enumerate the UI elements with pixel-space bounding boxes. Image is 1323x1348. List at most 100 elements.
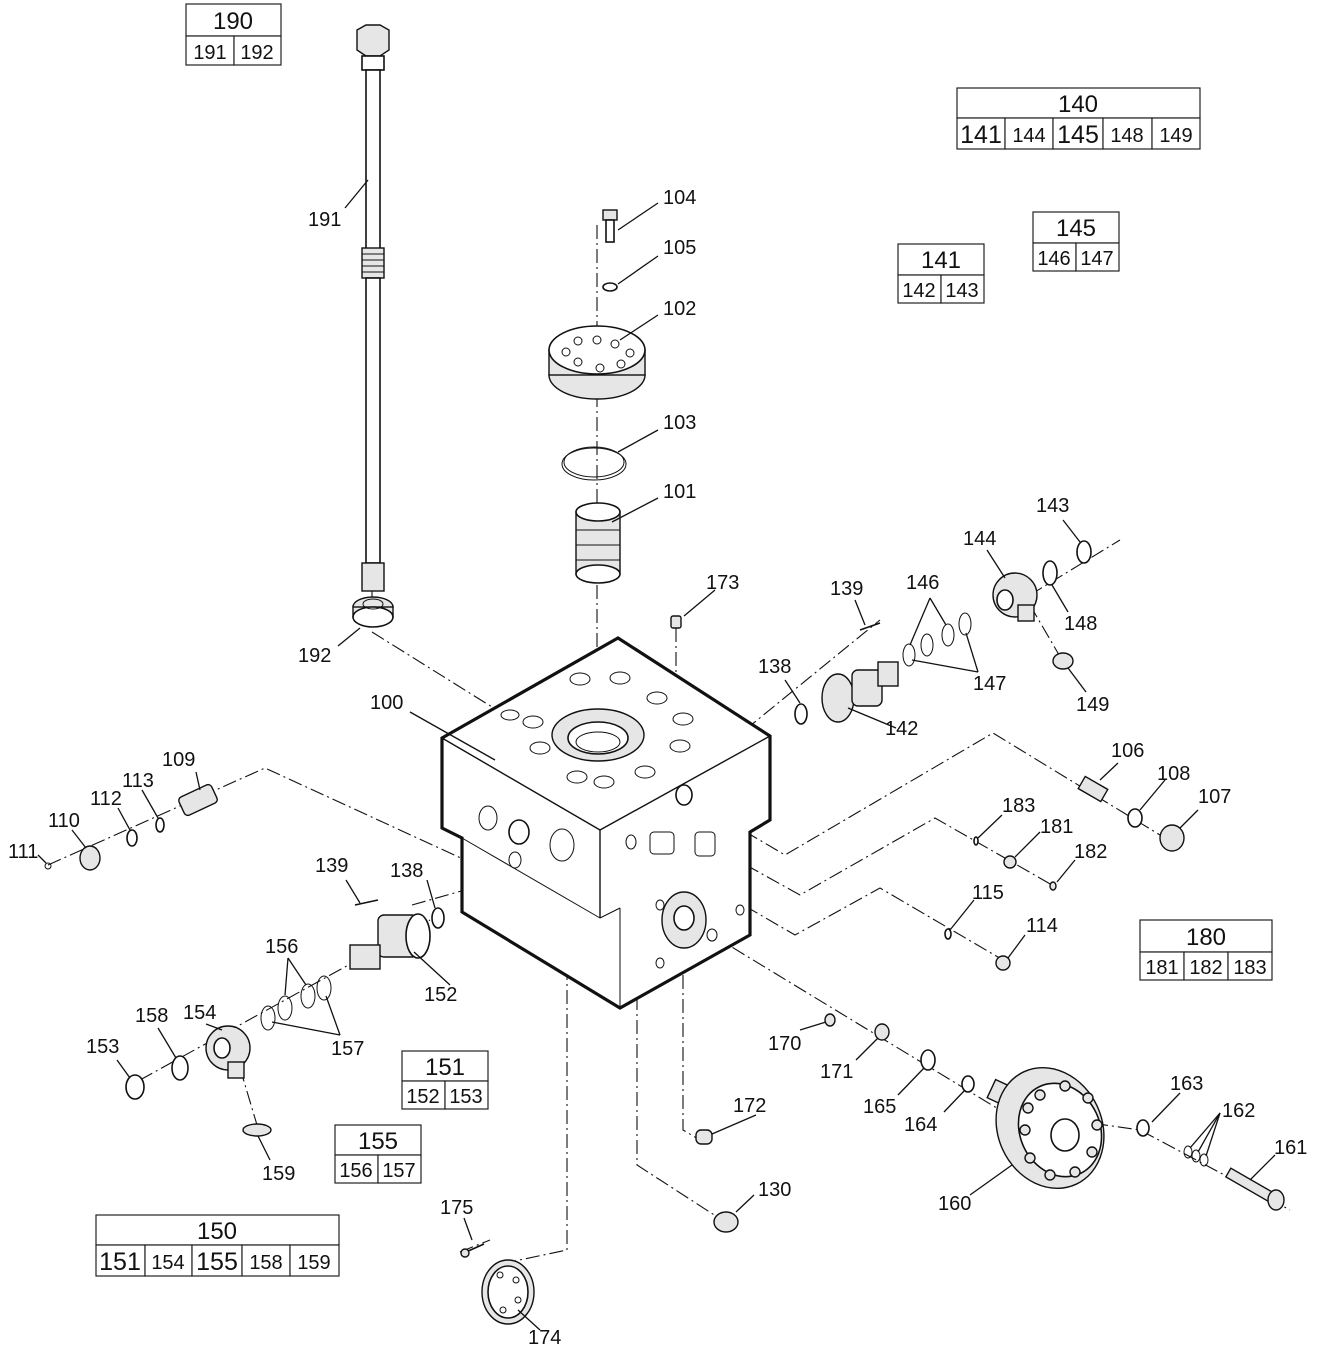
- kit-145-item: 147: [1080, 248, 1113, 270]
- callout-161: 161: [1274, 1137, 1307, 1159]
- callout-100: 100: [370, 692, 403, 714]
- kit-141-item: 143: [945, 280, 978, 302]
- kit-145-item: 146: [1037, 248, 1070, 270]
- callout-149: 149: [1076, 694, 1109, 716]
- callout-113: 113: [122, 770, 154, 792]
- bottom-plug-parts: [460, 615, 739, 1325]
- callout-158: 158: [135, 1005, 168, 1027]
- kit-151-title: 151: [425, 1054, 465, 1081]
- valve-block: [440, 636, 772, 1010]
- callout-114: 114: [1026, 915, 1058, 937]
- callout-104: 104: [663, 187, 696, 209]
- callout-152: 152: [424, 984, 457, 1006]
- callout-109: 109: [162, 749, 195, 771]
- kit-140-item: 141: [960, 121, 1002, 149]
- callout-108: 108: [1157, 763, 1190, 785]
- callout-181: 181: [1040, 816, 1073, 838]
- kit-table-155: 155 156 157: [334, 1124, 422, 1184]
- callout-139-right: 139: [830, 578, 863, 600]
- kit-150-item: 159: [297, 1252, 330, 1274]
- kit-155-item: 156: [339, 1160, 372, 1182]
- callout-148: 148: [1064, 613, 1097, 635]
- kit-190-title: 190: [213, 8, 253, 35]
- right-plug-parts: [944, 775, 1185, 971]
- callout-183: 183: [1002, 795, 1035, 817]
- callout-153: 153: [86, 1036, 119, 1058]
- motor-parts: [824, 1013, 1285, 1211]
- callout-162: 162: [1222, 1100, 1255, 1122]
- callout-130: 130: [758, 1179, 791, 1201]
- left-plug-parts: [44, 783, 218, 871]
- kit-151-item: 153: [449, 1086, 482, 1108]
- callout-172: 172: [733, 1095, 766, 1117]
- kit-table-141: 141 142 143: [897, 243, 985, 304]
- kit-table-151: 151 152 153: [401, 1050, 489, 1110]
- callout-163: 163: [1170, 1073, 1203, 1095]
- callout-138-right: 138: [758, 656, 791, 678]
- callout-139-left: 139: [315, 855, 348, 877]
- left-cartridge-parts: [125, 899, 445, 1137]
- kit-table-190: 190 191 192: [185, 3, 282, 66]
- rod-assembly: [352, 24, 394, 628]
- kit-150-item: 151: [99, 1248, 141, 1276]
- kit-150-item: 158: [249, 1252, 282, 1274]
- kit-150-title: 150: [197, 1218, 237, 1245]
- kit-table-180: 180 181 182 183: [1139, 919, 1273, 981]
- kit-180-item: 182: [1189, 957, 1222, 979]
- callout-171: 171: [820, 1061, 853, 1083]
- kit-table-150: 150 151 154 155 158 159: [95, 1214, 340, 1277]
- callout-192: 192: [298, 645, 331, 667]
- kit-155-title: 155: [358, 1128, 398, 1155]
- kit-141-title: 141: [921, 247, 961, 274]
- kit-180-item: 183: [1233, 957, 1266, 979]
- kit-190-item: 191: [193, 42, 226, 64]
- kit-180-item: 181: [1145, 957, 1178, 979]
- leader-lines: [37, 179, 1276, 1331]
- callout-170: 170: [768, 1033, 801, 1055]
- callout-144: 144: [963, 528, 996, 550]
- kit-150-item: 155: [196, 1248, 238, 1276]
- callout-182: 182: [1074, 841, 1107, 863]
- callout-173: 173: [706, 572, 739, 594]
- right-cartridge-parts: [794, 540, 1092, 725]
- callout-159: 159: [262, 1163, 295, 1185]
- callout-102: 102: [663, 298, 696, 320]
- kit-145-title: 145: [1056, 215, 1096, 242]
- callout-105: 105: [663, 237, 696, 259]
- kit-151-item: 152: [406, 1086, 439, 1108]
- callout-115: 115: [972, 882, 1004, 904]
- kit-140-item: 144: [1012, 125, 1045, 147]
- callout-164: 164: [904, 1114, 937, 1136]
- callout-154: 154: [183, 1002, 216, 1024]
- callout-175: 175: [440, 1197, 473, 1219]
- kit-155-item: 157: [382, 1160, 415, 1182]
- callout-106: 106: [1111, 740, 1144, 762]
- callout-138-left: 138: [390, 860, 423, 882]
- callout-157: 157: [331, 1038, 364, 1060]
- kit-140-title: 140: [1058, 91, 1098, 118]
- kit-141-item: 142: [902, 280, 935, 302]
- callout-101: 101: [663, 481, 696, 503]
- callout-110: 110: [48, 810, 80, 832]
- callout-111: 111: [8, 841, 38, 863]
- callout-147: 147: [973, 673, 1006, 695]
- callout-107: 107: [1198, 786, 1231, 808]
- callout-146: 146: [906, 572, 939, 594]
- callout-191: 191: [308, 209, 341, 231]
- kit-190-item: 192: [240, 42, 273, 64]
- kit-140-item: 149: [1159, 125, 1192, 147]
- callout-156: 156: [265, 936, 298, 958]
- callout-labels: 191 192 104 105 102 103 101 173 100 139 …: [8, 187, 1307, 1348]
- callout-103: 103: [663, 412, 696, 434]
- kit-150-item: 154: [151, 1252, 184, 1274]
- callout-165: 165: [863, 1096, 896, 1118]
- callout-174: 174: [528, 1327, 561, 1348]
- callout-112: 112: [90, 788, 122, 810]
- callout-142: 142: [885, 718, 918, 740]
- callout-160: 160: [938, 1193, 971, 1215]
- top-cover-stack: [548, 209, 646, 584]
- kit-table-140: 140 141 144 145 148 149: [956, 87, 1201, 150]
- kit-140-item: 148: [1110, 125, 1143, 147]
- kit-180-title: 180: [1186, 924, 1226, 951]
